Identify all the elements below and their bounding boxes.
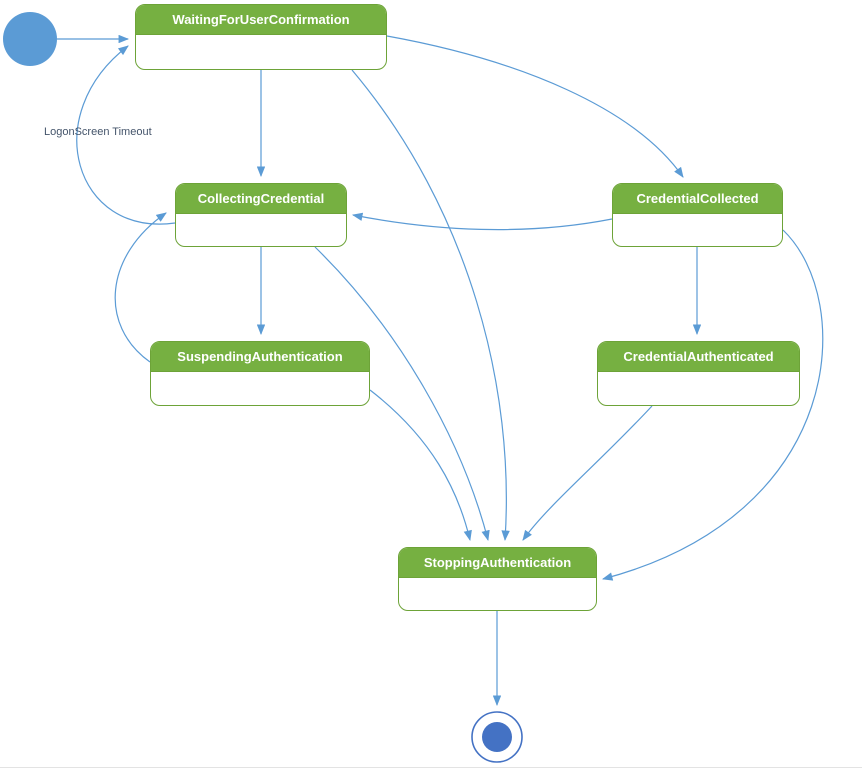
- state-title-authenticated: CredentialAuthenticated: [598, 342, 799, 372]
- transition-label-logonscreen-timeout: LogonScreen Timeout: [44, 126, 152, 138]
- transition-waiting-to-collected[interactable]: [386, 35, 684, 178]
- transition-authenticated-to-stopping[interactable]: [522, 405, 653, 541]
- initial-state-node[interactable]: [3, 12, 57, 66]
- transition-collecting-to-stopping[interactable]: [314, 246, 490, 542]
- transition-collected-to-stopping[interactable]: [601, 229, 824, 581]
- transition-suspending-to-collecting[interactable]: [114, 212, 167, 363]
- state-credential-collected[interactable]: CredentialCollected: [612, 183, 783, 247]
- state-title-collecting: CollectingCredential: [176, 184, 346, 214]
- state-collecting-credential[interactable]: CollectingCredential: [175, 183, 347, 247]
- transition-suspending-to-stopping[interactable]: [369, 389, 472, 542]
- final-state-node[interactable]: [471, 711, 523, 763]
- state-title-suspending: SuspendingAuthentication: [151, 342, 369, 372]
- state-waiting-for-user-confirmation[interactable]: WaitingForUserConfirmation: [135, 4, 387, 70]
- state-title-waiting: WaitingForUserConfirmation: [136, 5, 386, 35]
- state-stopping-authentication[interactable]: StoppingAuthentication: [398, 547, 597, 611]
- transition-waiting-to-stopping[interactable]: [351, 69, 510, 542]
- transition-collected-to-collecting[interactable]: [351, 212, 613, 231]
- transition-collecting-to-waiting-timeout[interactable]: [76, 45, 176, 225]
- state-title-stopping: StoppingAuthentication: [399, 548, 596, 578]
- state-credential-authenticated[interactable]: CredentialAuthenticated: [597, 341, 800, 406]
- state-title-collected: CredentialCollected: [613, 184, 782, 214]
- state-suspending-authentication[interactable]: SuspendingAuthentication: [150, 341, 370, 406]
